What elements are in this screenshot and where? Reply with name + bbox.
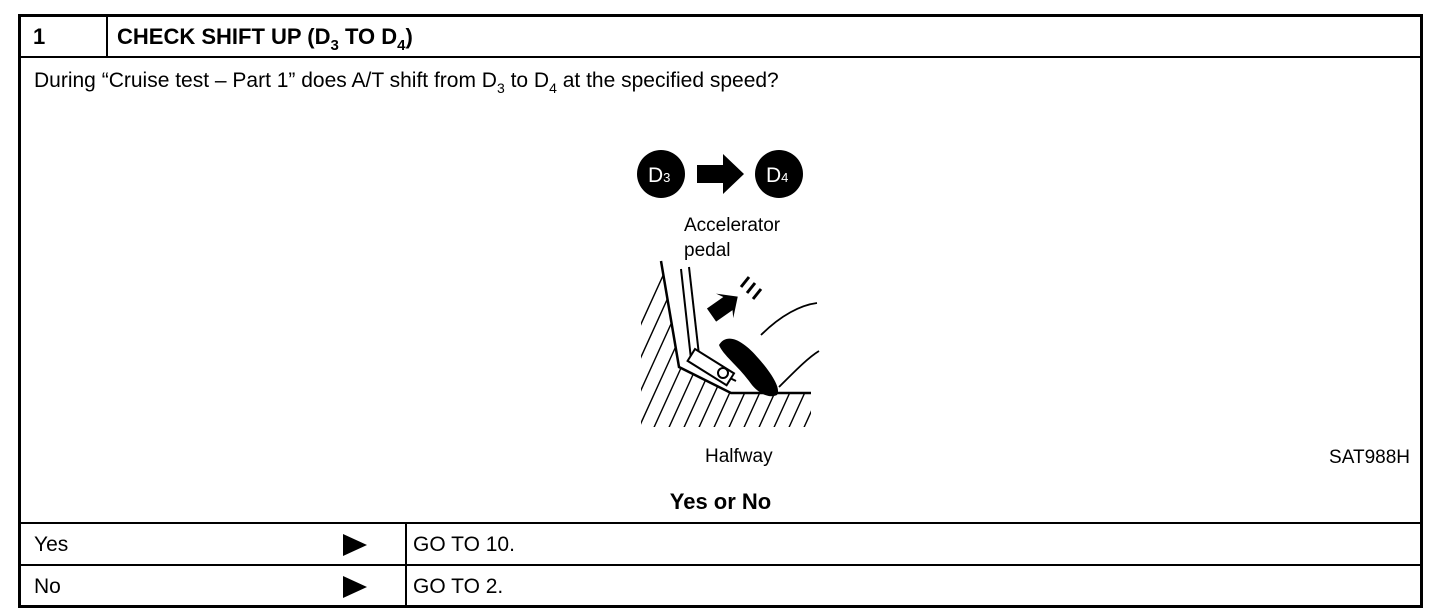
step-number: 1 xyxy=(21,17,108,56)
step-title: CHECK SHIFT UP (D3 TO D4) xyxy=(117,24,413,54)
pedal-label-line2: pedal xyxy=(684,240,731,261)
gear-d4-icon: D4 xyxy=(755,150,803,198)
yes-or-no-prompt: Yes or No xyxy=(669,489,772,514)
accelerator-pedal-illustration: D3 D4 Accelerator pedal xyxy=(637,150,820,467)
answer-row-no: No GO TO 2. xyxy=(21,564,1420,606)
svg-text:D4: D4 xyxy=(766,164,788,187)
step-header: 1 CHECK SHIFT UP (D3 TO D4) xyxy=(21,17,1420,58)
pedal-position-caption: Halfway xyxy=(705,446,773,467)
svg-text:D3: D3 xyxy=(648,164,670,187)
pedal-label-line1: Accelerator xyxy=(684,215,781,236)
column-divider xyxy=(405,524,407,564)
arrow-right-icon xyxy=(343,576,367,598)
column-divider xyxy=(405,566,407,606)
answer-row-yes: Yes GO TO 10. xyxy=(21,522,1420,564)
answer-label: No xyxy=(34,575,61,598)
answer-label: Yes xyxy=(34,533,69,556)
answer-action: GO TO 2. xyxy=(413,575,504,598)
figure-reference-code: SAT988H xyxy=(1329,447,1410,468)
shift-arrow-icon xyxy=(697,154,744,194)
answer-action: GO TO 10. xyxy=(413,533,515,556)
arrow-right-icon xyxy=(343,534,367,556)
step-question: During “Cruise test – Part 1” does A/T s… xyxy=(34,69,779,96)
gear-d3-icon: D3 xyxy=(637,150,685,198)
pedal-drawing xyxy=(641,257,820,427)
inspection-step-table: 1 CHECK SHIFT UP (D3 TO D4) During “Crui… xyxy=(18,14,1423,608)
